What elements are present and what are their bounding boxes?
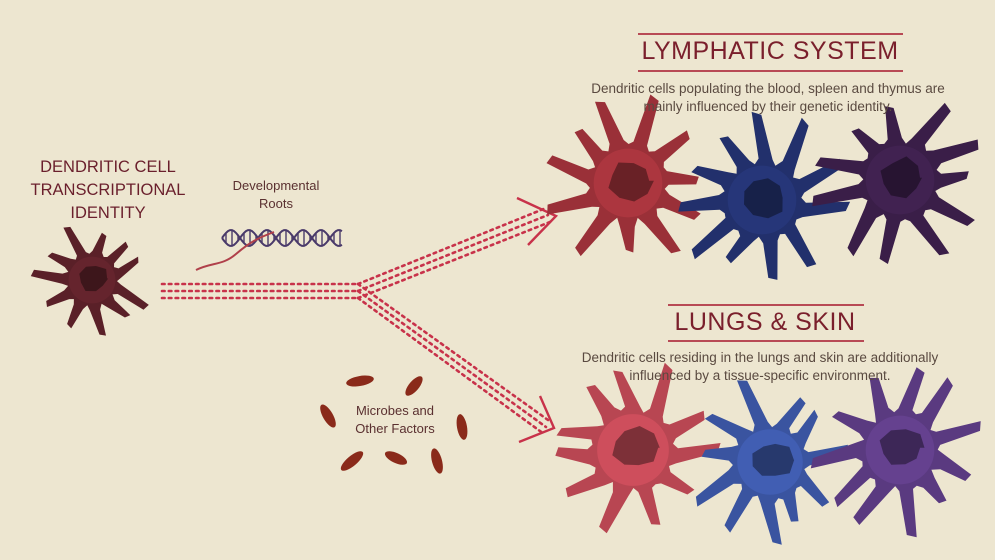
microbe-icon bbox=[456, 414, 468, 440]
microbe-icon bbox=[405, 376, 423, 396]
cell-nucleus bbox=[79, 266, 109, 292]
source-title: DENDRITIC CELL TRANSCRIPTIONAL IDENTITY bbox=[30, 158, 186, 222]
lungs-skin-description: Dendritic cells residing in the lungs an… bbox=[581, 350, 939, 383]
microbe-icon bbox=[431, 448, 443, 474]
microbes-icon bbox=[320, 375, 468, 474]
microbe-icon bbox=[384, 451, 408, 465]
source-cell bbox=[30, 226, 149, 336]
dna-helix-icon bbox=[195, 229, 343, 271]
lungs-skin-rule-bottom bbox=[668, 340, 864, 342]
dotted-branch-lower bbox=[356, 282, 550, 436]
lymphatic-rule-bottom bbox=[638, 70, 903, 72]
lymphatic-rule-top bbox=[638, 33, 903, 35]
lungs-skin-cells bbox=[555, 362, 981, 545]
purple-dendritic-cell bbox=[810, 367, 981, 538]
microbe-icon bbox=[340, 451, 364, 471]
cell-nucleus bbox=[752, 443, 795, 476]
lungs-skin-title: LUNGS & SKIN bbox=[674, 308, 856, 336]
red-dendritic-cell bbox=[546, 94, 701, 257]
lungs-skin-rule-top bbox=[668, 304, 864, 306]
arrowhead-lower bbox=[518, 395, 556, 444]
lymphatic-description: Dendritic cells populating the blood, sp… bbox=[591, 81, 945, 114]
developmental-roots-label: Developmental Roots bbox=[232, 178, 320, 211]
dotted-stem bbox=[160, 282, 360, 300]
lymphatic-title: LYMPHATIC SYSTEM bbox=[641, 37, 899, 65]
dotted-branch-upper bbox=[356, 206, 552, 300]
purple-dendritic-cell bbox=[812, 102, 979, 265]
arrowhead-upper bbox=[516, 196, 559, 246]
microbe-icon bbox=[320, 404, 336, 428]
red-dendritic-cell bbox=[555, 362, 721, 534]
microbes-label: Microbes and Other Factors bbox=[355, 403, 435, 436]
cell-nucleus bbox=[744, 178, 783, 219]
dotted-paths bbox=[160, 196, 559, 444]
cell-nucleus bbox=[612, 426, 660, 466]
cell-nucleus bbox=[880, 156, 922, 199]
lymphatic-cells bbox=[546, 94, 979, 280]
cell-nucleus bbox=[879, 429, 925, 465]
blue-dendritic-cell bbox=[695, 380, 848, 545]
blue-dendritic-cell bbox=[678, 111, 851, 280]
source-dendritic-cell bbox=[30, 226, 149, 336]
cell-nucleus bbox=[608, 162, 654, 202]
microbe-icon bbox=[346, 375, 374, 387]
